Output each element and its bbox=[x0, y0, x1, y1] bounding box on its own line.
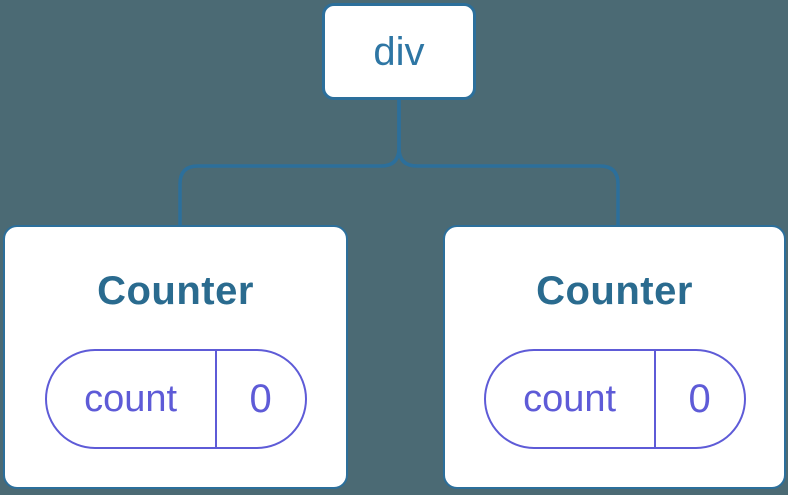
state-value: 0 bbox=[688, 376, 711, 421]
state-name: count bbox=[47, 351, 217, 447]
state-name: count bbox=[486, 351, 656, 447]
component-title: Counter bbox=[97, 269, 254, 313]
root-node-label: div bbox=[373, 29, 425, 74]
connector-left-branch bbox=[178, 98, 401, 228]
root-node-div: div bbox=[322, 3, 476, 100]
counter-card-right: Counter count 0 bbox=[443, 225, 786, 489]
state-pill: count 0 bbox=[483, 349, 746, 449]
component-title: Counter bbox=[536, 269, 693, 313]
counter-card-left: Counter count 0 bbox=[3, 225, 348, 489]
state-pill: count 0 bbox=[44, 349, 307, 449]
state-value: 0 bbox=[249, 376, 272, 421]
connector-right-branch bbox=[397, 98, 620, 228]
